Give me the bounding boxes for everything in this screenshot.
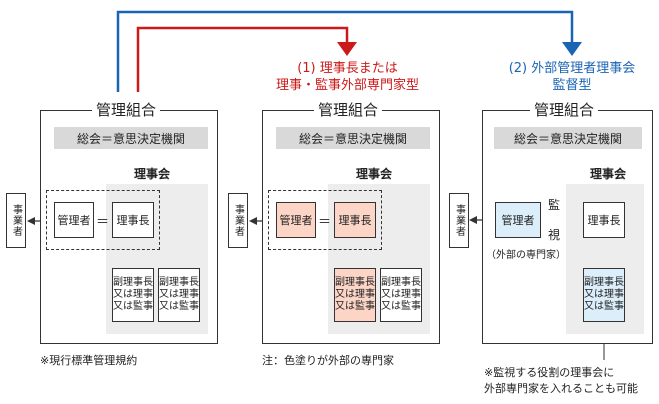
panel-1-title: 管理組合 [92, 99, 161, 120]
panel-2-deputy-a-line2: 又は理事 [335, 289, 375, 300]
panel-3-board-label: 理事会 [590, 167, 627, 181]
panel-3-chairman-box: 理事長 [583, 202, 625, 238]
type1-label: (1) 理事長または 理事・監事外部専門家型 [270, 60, 425, 94]
panel-2-note: 注：色塗りが外部の専門家 [262, 354, 394, 367]
panel-3-deputy-a-line1: 副理事長 [584, 277, 624, 288]
panel-3-deputy-a: 副理事長 又は理事 又は監事 [583, 268, 625, 322]
panel-3-note-line2: 外部専門家を入れることも可能 [484, 382, 638, 395]
panel-1-deputy-b-line2: 又は理事 [159, 289, 199, 300]
type2-label: (2) 外部管理者理事会 監督型 [497, 60, 647, 94]
panel-1-dashed-group [46, 190, 160, 250]
panel-2-deputy-a: 副理事長 又は理事 又は監事 [334, 268, 376, 322]
panel-1-deputy-b: 副理事長 又は理事 又は監事 [158, 268, 200, 322]
panel-2-title: 管理組合 [314, 99, 383, 120]
panel-3-note-line1: ※監視する役割の理事会に [484, 366, 615, 379]
red-connector-line [136, 26, 349, 92]
panel-1-manager-label: 管理者 [57, 214, 91, 227]
panel-3-title: 管理組合 [530, 99, 599, 120]
panel-1-deputy-b-line3: 又は監事 [159, 301, 199, 312]
panel-3-chairman-label: 理事長 [587, 214, 621, 227]
panel-3-manager-box: 管理者 [495, 202, 541, 238]
blue-arrowhead [562, 42, 582, 56]
panel-1-note: ※現行標準管理規約 [40, 354, 138, 367]
panel-2-deputy-b-line1: 副理事長 [381, 277, 421, 288]
panel-1-deputy-a-line1: 副理事長 [113, 277, 153, 288]
panel-1-chairman-label: 理事長 [116, 214, 150, 227]
panel-1-deputy-b-line1: 副理事長 [159, 277, 199, 288]
panel-1-deputy-a-line3: 又は監事 [113, 301, 153, 312]
panel-1-general-assembly-label: 総会＝意思決定機関 [76, 131, 185, 146]
panel-1-chairman-box: 理事長 [112, 202, 154, 238]
panel-3-manager-label: 管理者 [501, 214, 535, 227]
type2-label-line1: (2) 外部管理者理事会 [508, 61, 636, 76]
type1-label-line2: 理事・監事外部専門家型 [275, 78, 419, 93]
panel-2-deputy-b: 副理事長 又は理事 又は監事 [380, 268, 422, 322]
panel-2-equals: ＝ [318, 215, 332, 230]
panel-1-manager-box: 管理者 [54, 202, 94, 238]
type2-label-line2: 監督型 [552, 78, 592, 93]
panel-3-manager-note: （外部の専門家） [486, 250, 566, 261]
panel-3-deputy-a-line2: 又は理事 [584, 289, 624, 300]
panel-2-deputy-a-line3: 又は監事 [335, 301, 375, 312]
panel-1-deputy-a: 副理事長 又は理事 又は監事 [112, 268, 154, 322]
panel-3-monitor-char-2: 視 [548, 228, 561, 242]
panel-2-general-assembly-label: 総会＝意思決定機関 [298, 131, 407, 146]
panel-3-general-assembly-label: 総会＝意思決定機関 [513, 131, 622, 146]
panel-3-business-operator: 事業者 [449, 193, 469, 248]
panel-3-deputy-a-line3: 又は監事 [584, 301, 624, 312]
panel-2-business-operator: 事業者 [228, 193, 248, 248]
panel-2-board-label: 理事会 [356, 167, 393, 181]
panel-2-deputy-a-line1: 副理事長 [335, 277, 375, 288]
panel-2-deputy-b-line2: 又は理事 [381, 289, 421, 300]
panel-2-general-assembly: 総会＝意思決定機関 [276, 127, 430, 149]
panel-1-equals: ＝ [96, 215, 110, 230]
panel-2-manager-box: 管理者 [276, 202, 316, 238]
panel-2-deputy-b-line3: 又は監事 [381, 301, 421, 312]
panel-2-chairman-label: 理事長 [338, 214, 372, 227]
panel-1-deputy-a-line2: 又は理事 [113, 289, 153, 300]
panel-2-dashed-group [268, 190, 382, 250]
blue-connector-line [116, 10, 574, 92]
type1-label-line1: (1) 理事長または [297, 61, 398, 76]
panel-2-chairman-box: 理事長 [334, 202, 376, 238]
red-arrowhead [337, 42, 357, 56]
panel-3-general-assembly: 総会＝意思決定機関 [494, 127, 642, 149]
panel-1-board-label: 理事会 [134, 167, 171, 181]
panel-1-business-operator: 事業者 [6, 193, 26, 248]
panel-3-monitor-char-1: 監 [548, 198, 561, 212]
panel-2-manager-label: 管理者 [279, 214, 313, 227]
panel-1-general-assembly: 総会＝意思決定機関 [54, 127, 208, 149]
